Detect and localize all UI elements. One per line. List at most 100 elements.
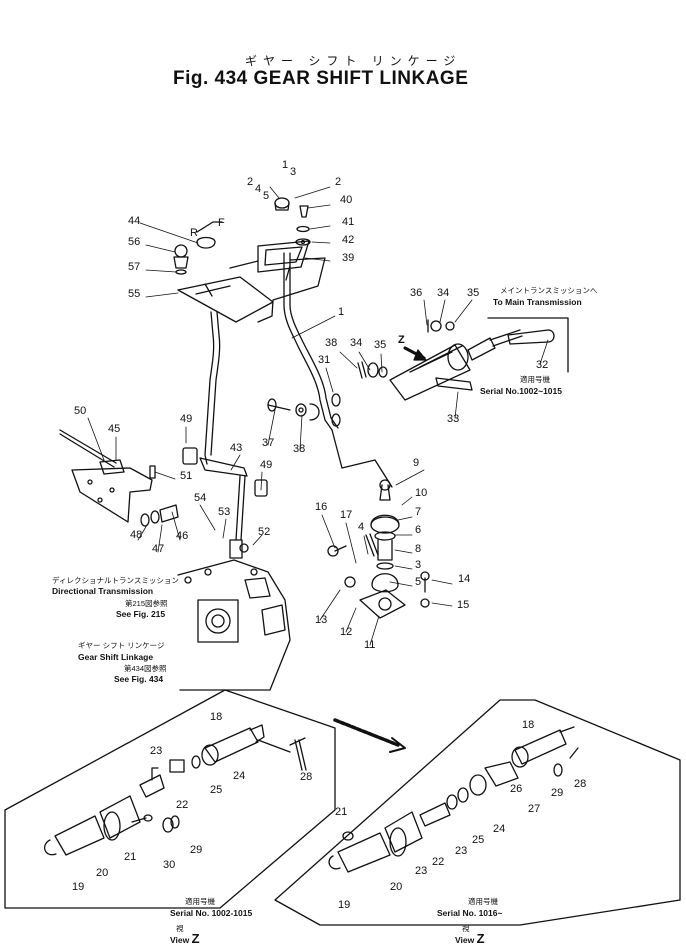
part-number-22: 22 <box>432 856 444 868</box>
view-z-left-label: View <box>170 935 190 945</box>
part-number-53: 53 <box>218 506 230 518</box>
part-number-55: 55 <box>128 288 140 300</box>
pivot-fasteners <box>267 393 341 427</box>
serial-top-jp: 適用号機 <box>520 375 550 384</box>
part-number-38: 38 <box>325 337 337 349</box>
part-number-20: 20 <box>390 881 402 893</box>
gear-shift-linkage-jp: ギヤー シフト リンケージ <box>78 641 165 650</box>
view-z-left: View Z <box>170 931 200 946</box>
serial-left-jp: 適用号機 <box>185 897 215 906</box>
part-number-44: 44 <box>128 215 140 227</box>
part-number-3: 3 <box>290 166 296 178</box>
part-number-10: 10 <box>415 487 427 499</box>
part-number-25: 25 <box>472 834 484 846</box>
part-number-5: 5 <box>415 576 421 588</box>
part-number-34: 34 <box>437 287 449 299</box>
part-number-9: 9 <box>413 457 419 469</box>
part-number-2: 2 <box>335 176 341 188</box>
directional-transmission-housing <box>177 543 291 691</box>
main-transmission-note-jp: メイントランスミッションへ <box>500 286 598 295</box>
bolts-46-48 <box>140 504 179 527</box>
cylinder-exploded-right <box>328 726 579 873</box>
part-number-56: 56 <box>128 236 140 248</box>
part-number-13: 13 <box>315 614 327 626</box>
part-number-24: 24 <box>493 823 505 835</box>
direction-indicator <box>196 221 223 233</box>
bracket-45 <box>59 429 153 523</box>
pivot-housing <box>327 479 430 619</box>
view-z-right: View Z <box>455 931 485 946</box>
view-z-right-letter: Z <box>476 931 485 946</box>
direction-front: F <box>218 217 225 229</box>
part-number-49: 49 <box>180 413 192 425</box>
part-number-6: 6 <box>415 524 421 536</box>
part-number-18: 18 <box>522 719 534 731</box>
leader-lines <box>87 186 549 646</box>
part-number-16: 16 <box>315 501 327 513</box>
part-number-48: 48 <box>130 529 142 541</box>
part-number-40: 40 <box>340 194 352 206</box>
shift-lever <box>283 252 393 488</box>
part-number-27: 27 <box>528 803 540 815</box>
figure-title-japanese: ギヤー シフト リンケージ <box>245 54 462 68</box>
view-z-right-label: View <box>455 935 475 945</box>
serial-left: Serial No. 1002-1015 <box>170 908 253 918</box>
view-z-right-jp: 視 <box>462 924 470 933</box>
serial-right-jp: 適用号機 <box>468 897 498 906</box>
part-number-46: 46 <box>176 530 188 542</box>
view-z-arrow: Z <box>398 334 427 361</box>
cylinder-exploded-left <box>43 724 307 856</box>
cover-plate <box>229 240 326 323</box>
part-number-47: 47 <box>152 543 164 555</box>
part-number-31: 31 <box>318 354 330 366</box>
part-number-39: 39 <box>342 252 354 264</box>
directional-ref-jp: 第215図参照 <box>125 599 168 608</box>
part-number-30: 30 <box>163 859 175 871</box>
part-number-29: 29 <box>551 787 563 799</box>
part-number-41: 41 <box>342 216 354 228</box>
gear-shift-ref: See Fig. 434 <box>114 674 164 684</box>
part-number-37: 37 <box>262 437 274 449</box>
view-z-left-letter: Z <box>191 931 200 946</box>
part-number-20: 20 <box>96 867 108 879</box>
part-number-7: 7 <box>415 506 421 518</box>
part-number-49: 49 <box>260 459 272 471</box>
part-number-57: 57 <box>128 261 140 273</box>
part-number-36: 36 <box>410 287 422 299</box>
part-number-8: 8 <box>415 543 421 555</box>
part-number-18: 18 <box>210 711 222 723</box>
part-number-4: 4 <box>255 183 261 195</box>
part-number-14: 14 <box>458 573 470 585</box>
serial-top: Serial No.1002~1015 <box>480 386 562 396</box>
part-number-26: 26 <box>510 783 522 795</box>
part-number-23: 23 <box>150 745 162 757</box>
part-number-54: 54 <box>194 492 206 504</box>
part-number-24: 24 <box>233 770 245 782</box>
part-number-35: 35 <box>374 339 386 351</box>
part-number-21: 21 <box>335 806 347 818</box>
part-number-52: 52 <box>258 526 270 538</box>
part-number-3: 3 <box>415 559 421 571</box>
view-z-left-jp: 視 <box>176 924 184 933</box>
part-number-51: 51 <box>180 470 192 482</box>
part-number-19: 19 <box>72 881 84 893</box>
part-number-11: 11 <box>364 639 375 651</box>
z-arrow-letter: Z <box>398 334 405 346</box>
part-number-12: 12 <box>340 626 352 638</box>
part-number-45: 45 <box>108 423 120 435</box>
part-number-1: 1 <box>338 306 344 318</box>
part-number-17: 17 <box>340 509 352 521</box>
part-number-43: 43 <box>230 442 242 454</box>
main-transmission-note: To Main Transmission <box>493 297 582 307</box>
part-number-2: 2 <box>247 176 253 188</box>
directional-transmission: Directional Transmission <box>52 586 154 596</box>
part-number-15: 15 <box>457 599 469 611</box>
directional-transmission-jp: ディレクショナルトランスミッション <box>52 576 179 585</box>
figure-title: Fig. 434 GEAR SHIFT LINKAGE <box>173 68 469 89</box>
part-number-42: 42 <box>342 234 354 246</box>
part-number-28: 28 <box>300 771 312 783</box>
part-number-33: 33 <box>447 413 459 425</box>
direction-rear: R <box>190 227 198 239</box>
